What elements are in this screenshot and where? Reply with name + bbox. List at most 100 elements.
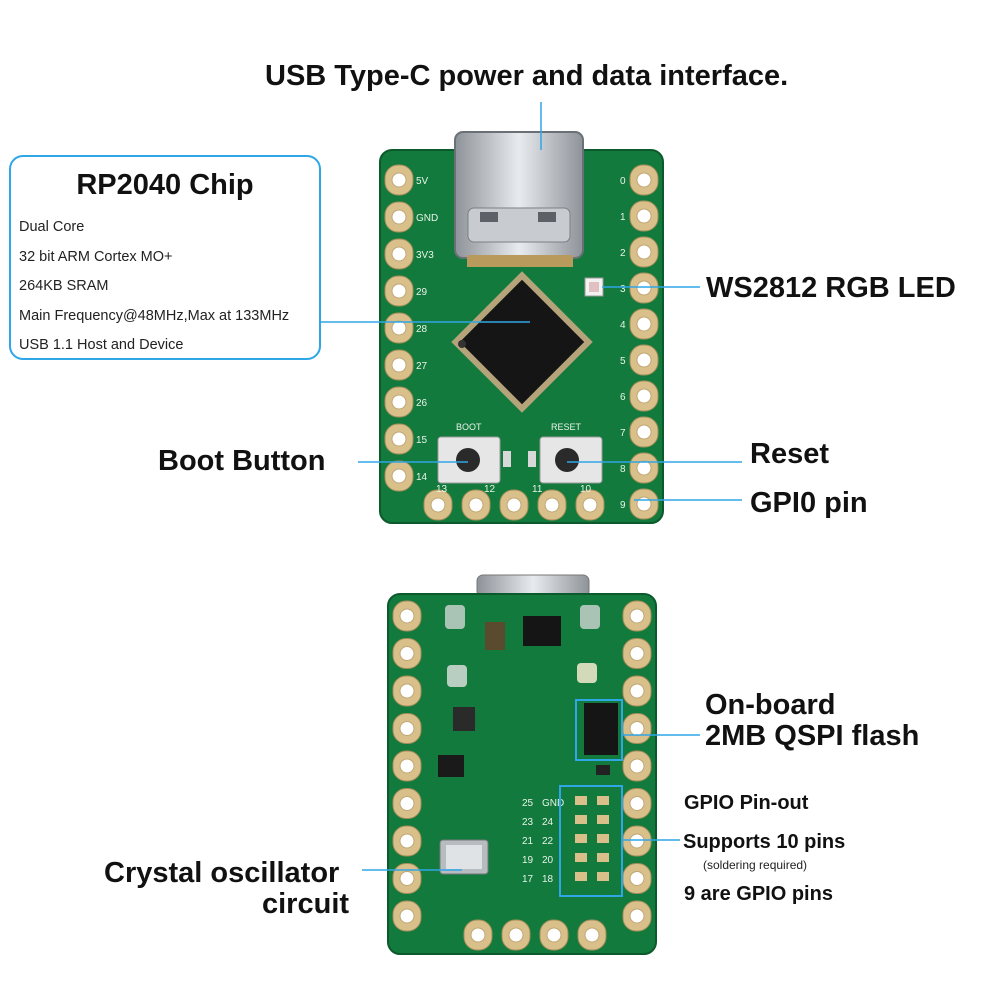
silk-boot: BOOT (456, 422, 482, 432)
silk-pin-label: 12 (484, 484, 496, 495)
pad (629, 272, 659, 304)
ws2812-led (584, 277, 604, 297)
pad (577, 919, 607, 951)
pad (384, 460, 414, 492)
gpio-pad (575, 853, 587, 862)
silk-pin-label: 2 (620, 248, 626, 259)
pad (622, 675, 652, 707)
boot-button-part (437, 436, 511, 484)
pad (384, 238, 414, 270)
spec-item: 32 bit ARM Cortex MO+ (19, 248, 173, 265)
silk-pin-label: 26 (416, 398, 428, 409)
spec-item: 264KB SRAM (19, 278, 109, 294)
silk-pin-label: 14 (416, 472, 428, 483)
silk-pin-label: 1 (620, 212, 626, 223)
front-bottom-pads (423, 489, 605, 521)
gpio-pad (575, 834, 587, 843)
rp2040-title: RP2040 Chip (76, 169, 254, 201)
pad (461, 489, 491, 521)
pad (384, 386, 414, 418)
pad (423, 489, 453, 521)
pad (629, 380, 659, 412)
back-silk-pin-label: 20 (542, 855, 554, 866)
pad (392, 788, 422, 819)
pad (622, 713, 652, 744)
pad (384, 423, 414, 455)
silk-pin-label: 13 (436, 484, 448, 495)
back-silk-pin-label: 21 (522, 836, 534, 847)
ws2812-callout-label: WS2812 RGB LED (706, 272, 956, 304)
usb-c-connector (454, 131, 584, 267)
back-silk-pin-label: 25 (522, 798, 534, 809)
rp2040-chip (451, 271, 593, 413)
boot-callout-label: Boot Button (158, 445, 326, 477)
silk-pin-label: 0 (620, 176, 626, 187)
gpio-pad (575, 796, 587, 805)
pad (392, 863, 422, 894)
gpio0-callout-label: GPI0 pin (750, 487, 868, 519)
back-left-pads (392, 600, 422, 932)
pad (384, 201, 414, 233)
usb-callout-label: USB Type-C power and data interface. (265, 60, 789, 92)
gpio-pad (575, 815, 587, 824)
back-right-pads (622, 600, 652, 932)
back-silk-pin-label: GND (542, 798, 564, 809)
silk-pin-label: 6 (620, 392, 626, 403)
pad (501, 919, 531, 951)
qspi-flash-chip (584, 703, 618, 755)
silk-pin-label: 29 (416, 287, 428, 298)
silk-pin-label: 9 (620, 500, 626, 511)
pad (629, 452, 659, 484)
pad (392, 900, 422, 932)
callout-lines (321, 102, 742, 871)
crystal-oscillator (439, 839, 489, 875)
pad (392, 638, 422, 669)
silk-pin-label: 3V3 (416, 250, 434, 261)
supports-pins-label: Supports 10 pins (683, 831, 846, 853)
reset-button-part (528, 436, 603, 484)
silk-pin-label: 10 (580, 484, 592, 495)
pad (622, 788, 652, 819)
pad (392, 713, 422, 744)
pad (622, 750, 652, 782)
crystal-callout-line2: circuit (262, 888, 350, 920)
pad (539, 919, 569, 951)
pad (622, 825, 652, 857)
pad (499, 489, 529, 521)
back-silk-pin-label: 19 (522, 855, 534, 866)
back-silk-pin-label: 22 (542, 836, 554, 847)
back-silk-pin-label: 23 (522, 817, 534, 828)
back-silk-pin-label: 24 (542, 817, 554, 828)
front-left-pads (384, 164, 414, 492)
pad (537, 489, 567, 521)
pad (629, 200, 659, 232)
gpio-pad (597, 796, 609, 805)
silk-pin-label: 4 (620, 320, 626, 331)
rp2040-callout-box: RP2040 Chip Dual Core 32 bit ARM Cortex … (9, 155, 321, 360)
crystal-callout-line1: Crystal oscillator (104, 857, 340, 889)
pad (622, 638, 652, 669)
rp2040-spec-list: Dual Core 32 bit ARM Cortex MO+ 264KB SR… (19, 213, 289, 361)
gpio-pad (597, 815, 609, 824)
back-silk-pin-label: 17 (522, 874, 534, 885)
silk-pin-label: 28 (416, 324, 428, 335)
pad (622, 600, 652, 632)
gpio-count-label: 9 are GPIO pins (684, 883, 833, 905)
pad (629, 164, 659, 196)
gpio-pad (597, 834, 609, 843)
pad (629, 488, 659, 520)
pad (392, 825, 422, 857)
gpio-pad (575, 872, 587, 881)
pad (384, 164, 414, 196)
pad (392, 600, 422, 632)
pad (384, 275, 414, 307)
pad (392, 750, 422, 782)
front-right-pads (629, 164, 659, 520)
flash-callout-line2: 2MB QSPI flash (705, 720, 920, 752)
flash-callout-line1: On-board (705, 689, 836, 721)
pad (384, 312, 414, 344)
gpio-pad (597, 853, 609, 862)
soldering-note: (soldering required) (703, 858, 808, 872)
